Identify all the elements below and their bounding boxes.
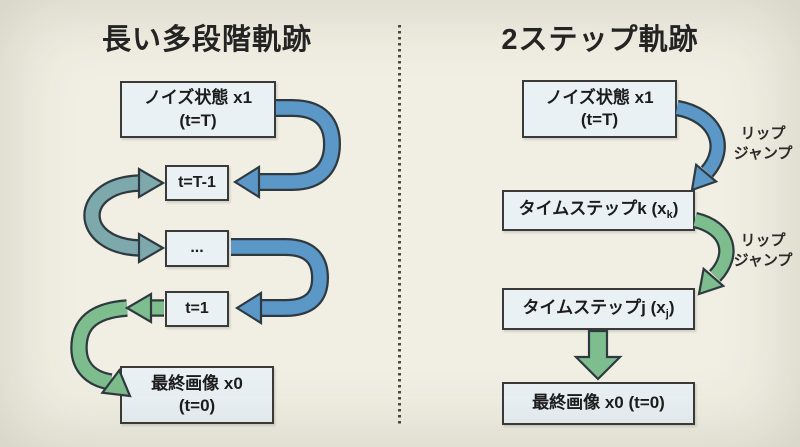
left-box-final-line1: 最終画像 x0 bbox=[151, 373, 243, 393]
right-box-noise-line1: ノイズ状態 x1 bbox=[545, 87, 654, 107]
timestep-k-prefix: タイムステップk (x bbox=[518, 199, 667, 219]
arrow-ellipsis-to-t-1 bbox=[231, 238, 330, 325]
arrow-noise-to-step-k bbox=[675, 99, 726, 192]
left-box-t-minus-1-label: t=T-1 bbox=[178, 173, 216, 191]
left-box-noise-state: ノイズ状態 x1 (t=T) bbox=[120, 81, 276, 138]
left-box-t-1: t=1 bbox=[165, 291, 229, 327]
left-panel-title: 長い多段階軌跡 bbox=[101, 24, 312, 56]
right-box-timestep-j: タイムステップj (xj) bbox=[502, 288, 695, 330]
right-box-timestep-k: タイムステップk (xk) bbox=[502, 190, 695, 231]
leap2-line2: ジャンプ bbox=[733, 251, 793, 269]
right-box-noise-state: ノイズ状態 x1 (t=T) bbox=[522, 80, 677, 138]
left-box-noise-line1: ノイズ状態 x1 bbox=[143, 88, 253, 108]
left-box-final-line2: (t=0) bbox=[178, 396, 216, 415]
left-box-ellipsis: ... bbox=[165, 230, 229, 267]
leap-jump-label-1: リップ ジャンプ bbox=[718, 124, 800, 164]
timestep-k-suffix: ) bbox=[672, 199, 679, 219]
left-box-final-image: 最終画像 x0 (t=0) bbox=[120, 366, 274, 424]
right-box-final-image: 最終画像 x0 (t=0) bbox=[502, 382, 695, 425]
timestep-k-subscript: k bbox=[666, 209, 673, 222]
leap1-line1: リップ bbox=[740, 125, 786, 142]
right-box-noise-line2: (t=T) bbox=[580, 110, 619, 129]
left-box-noise-line2: (t=T) bbox=[179, 110, 217, 130]
right-box-timestep-j-label: タイムステップj (xj) bbox=[523, 297, 675, 321]
right-panel-title: 2ステップ軌跡 bbox=[501, 24, 699, 56]
timestep-j-prefix: タイムステップj (x bbox=[522, 297, 666, 317]
leap1-line2: ジャンプ bbox=[733, 144, 793, 162]
leap-jump-label-2: リップ ジャンプ bbox=[718, 231, 800, 271]
arrow-t-minus-1-to-ellipsis bbox=[83, 167, 166, 264]
timestep-j-subscript: j bbox=[665, 307, 669, 320]
left-box-t-1-label: t=1 bbox=[185, 299, 209, 317]
right-box-final-label: 最終画像 x0 (t=0) bbox=[532, 393, 665, 413]
panel-divider bbox=[398, 25, 401, 427]
left-box-ellipsis-label: ... bbox=[190, 239, 204, 257]
leap2-line1: リップ bbox=[740, 232, 786, 249]
left-box-t-minus-1: t=T-1 bbox=[165, 165, 229, 201]
timestep-j-suffix: ) bbox=[668, 297, 675, 317]
arrow-step-j-to-final bbox=[573, 329, 623, 381]
right-box-timestep-k-label: タイムステップk (xk) bbox=[519, 198, 679, 222]
